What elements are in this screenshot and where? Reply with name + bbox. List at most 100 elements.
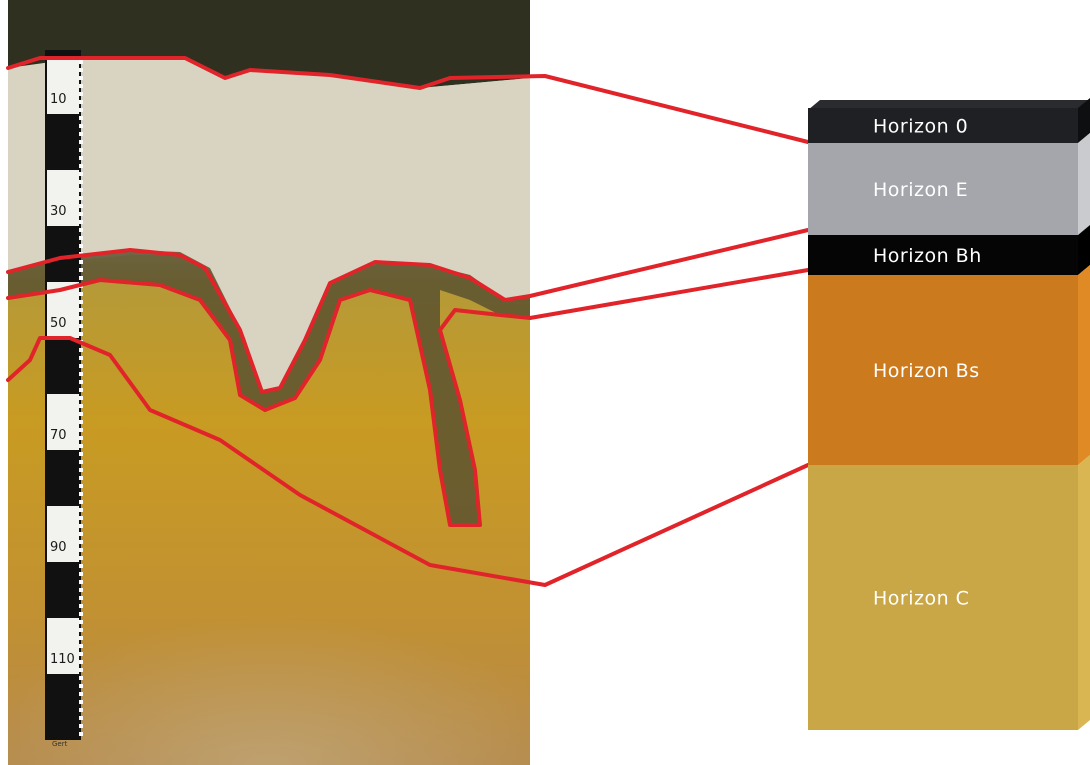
ruler-tick-label: 90 (50, 540, 67, 555)
ruler-dot (79, 236, 83, 240)
ruler-dot (79, 348, 83, 352)
ruler-dot (79, 108, 83, 112)
ruler-dot (79, 228, 83, 232)
ruler-dot (79, 292, 83, 296)
ruler-dot (79, 92, 83, 96)
ruler-dot (79, 300, 83, 304)
ruler-dot (79, 84, 83, 88)
horizon-label: Horizon E (873, 179, 968, 201)
horizon-block: Horizon Bs (808, 265, 1090, 465)
ruler-dot (79, 476, 83, 480)
ruler-dot (79, 188, 83, 192)
ruler-tick-label: 110 (50, 652, 75, 667)
ruler-dot (79, 364, 83, 368)
ruler-dot (79, 140, 83, 144)
horizon-block: Horizon C (808, 455, 1090, 730)
ruler-dot (79, 628, 83, 632)
horizon-column: Horizon 0 Horizon E Horizon Bh Horizon Bs Ho… (808, 98, 1090, 730)
ruler-dot (79, 516, 83, 520)
soil-photo: 10 30 50 70 90 110 Gert (8, 0, 530, 765)
ruler-dot (79, 452, 83, 456)
ruler-dot (79, 356, 83, 360)
ruler-dot (79, 204, 83, 208)
ruler-tick-label: 50 (50, 316, 67, 331)
ruler-dot (79, 668, 83, 672)
ruler-dot (79, 212, 83, 216)
ruler-dot (79, 164, 83, 168)
ruler-dot (79, 404, 83, 408)
ruler-dot (79, 372, 83, 376)
ruler-dot (79, 324, 83, 328)
ruler-dot (79, 612, 83, 616)
ruler-dot (79, 700, 83, 704)
horizon-block-side (1078, 133, 1090, 235)
ruler-dot (79, 260, 83, 264)
ruler-dot (79, 492, 83, 496)
ruler-dot (79, 580, 83, 584)
ruler-dot (79, 420, 83, 424)
ruler-dot (79, 460, 83, 464)
ruler-dot (79, 620, 83, 624)
ruler-dot (79, 444, 83, 448)
ruler-dot (79, 220, 83, 224)
ruler-dot (79, 380, 83, 384)
ruler-tick-label: 70 (50, 428, 67, 443)
horizon-label: Horizon Bh (873, 245, 982, 267)
ruler-dot (79, 532, 83, 536)
ruler-dot (79, 540, 83, 544)
horizon-block-side (1078, 455, 1090, 730)
ruler-dot (79, 732, 83, 736)
ruler-dot (79, 524, 83, 528)
ruler-dot (79, 244, 83, 248)
ruler-dot (79, 76, 83, 80)
horizon-block-side (1078, 265, 1090, 465)
horizon-label: Horizon Bs (873, 360, 980, 382)
ruler-dot (79, 596, 83, 600)
ruler-tick-label: 30 (50, 204, 67, 219)
ruler-dot (79, 132, 83, 136)
ruler-dot (79, 660, 83, 664)
ruler-dot (79, 692, 83, 696)
ruler-dot (79, 716, 83, 720)
ruler-dot (79, 684, 83, 688)
ruler-dot (79, 436, 83, 440)
ruler-dot (79, 572, 83, 576)
ruler-dot (79, 276, 83, 280)
ruler-dot (79, 548, 83, 552)
ruler-dot (79, 148, 83, 152)
ruler-dot (79, 388, 83, 392)
bottom-fade (8, 520, 530, 765)
ruler-tick-label: 10 (50, 92, 67, 107)
horizon-block: Horizon E (808, 133, 1090, 235)
ruler-dot (79, 644, 83, 648)
ruler-dot (79, 116, 83, 120)
ruler-dot (79, 316, 83, 320)
ruler-dot (79, 180, 83, 184)
ruler-maker-label: Gert (52, 740, 68, 748)
ruler-dot (79, 412, 83, 416)
ruler-dot (79, 124, 83, 128)
ruler-dot (79, 708, 83, 712)
ruler-dot (79, 196, 83, 200)
ruler-dot (79, 100, 83, 104)
ruler-dot (79, 268, 83, 272)
ruler-dot (79, 636, 83, 640)
ruler-dot (79, 564, 83, 568)
ruler-dot (79, 428, 83, 432)
horizon-label: Horizon 0 (873, 116, 968, 138)
ruler-dot (79, 308, 83, 312)
ruler-dot (79, 676, 83, 680)
ruler-dot (79, 156, 83, 160)
ruler-dot (79, 60, 83, 64)
ruler-dot (79, 508, 83, 512)
ruler-dot (79, 724, 83, 728)
ruler-dot (79, 468, 83, 472)
ruler-dot (79, 332, 83, 336)
ruler-dot (79, 652, 83, 656)
horizon-label: Horizon C (873, 588, 969, 610)
ruler-dot (79, 500, 83, 504)
ruler-dot (79, 172, 83, 176)
ruler-dot (79, 556, 83, 560)
ruler-dot (79, 604, 83, 608)
